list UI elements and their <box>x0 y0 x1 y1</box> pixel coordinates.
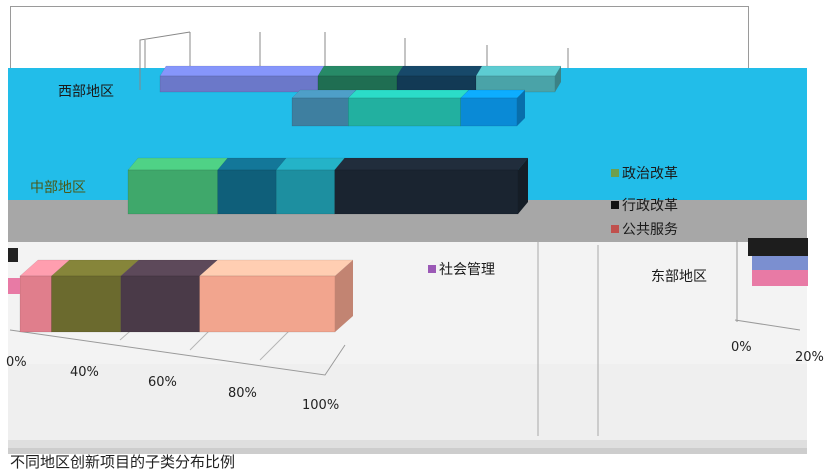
legend-item-admin: 行政改革 <box>611 195 678 215</box>
legend-label: 行政改革 <box>622 198 678 214</box>
legend-swatch-icon <box>428 265 436 273</box>
bar-central-top <box>334 157 529 171</box>
x-tick-label: 60% <box>148 375 177 390</box>
bar-east-partial <box>752 256 808 270</box>
legend-item-social: 社会管理 <box>428 259 495 279</box>
bottom-strip-dark <box>8 448 807 454</box>
bar-west-top <box>396 65 483 77</box>
bar-stub <box>8 248 18 262</box>
axis-area-light <box>8 364 807 446</box>
bottom-strip <box>8 440 807 448</box>
bar-central-segment <box>217 169 277 215</box>
category-label-central: 中部地区 <box>30 180 86 196</box>
x-tick-label-right: 20% <box>795 350 824 365</box>
bar-east-partial <box>752 270 808 286</box>
bar-central-top <box>217 157 287 171</box>
bar-east-segment <box>120 275 200 333</box>
floor-edge <box>9 329 346 376</box>
bar-west-top <box>475 65 562 77</box>
x-tick-label: 0% <box>6 355 27 370</box>
legend-swatch-icon <box>611 201 619 209</box>
bar-west-segment <box>159 75 319 93</box>
x-tick-label-right: 0% <box>731 340 752 355</box>
figure-caption: 不同地区创新项目的子类分布比例 <box>10 453 236 471</box>
category-label-east: 东部地区 <box>651 269 707 285</box>
bar-west-echo-top <box>291 89 357 99</box>
bar-west-end <box>555 66 561 92</box>
bar-east-top <box>198 259 354 277</box>
axis-wall-edge <box>139 31 191 90</box>
bar-west-top <box>159 65 325 77</box>
legend-swatch-icon <box>611 169 619 177</box>
bar-west-echo-segment <box>460 97 518 127</box>
legend-item-public-service: 公共服务 <box>611 222 678 238</box>
bar-west-echo-segment <box>348 97 461 127</box>
floor-edge-right <box>734 319 801 331</box>
bar-stub <box>8 278 20 294</box>
x-tick-label: 100% <box>302 398 340 413</box>
bar-west-segment <box>317 75 398 93</box>
legend-swatch-icon <box>611 225 619 233</box>
bar-west-echo-segment <box>291 97 349 127</box>
bar-east-end <box>335 260 353 332</box>
legend-item-politics: 政治改革 <box>611 163 678 183</box>
bar-central-end <box>518 158 528 214</box>
bar-west-echo-top <box>460 89 526 99</box>
bar-central-top <box>275 157 346 171</box>
legend-label: 社会管理 <box>439 262 495 278</box>
bar-east-partial <box>748 238 808 256</box>
bar-central-segment <box>334 169 519 215</box>
legend-label: 公共服务 <box>622 222 678 238</box>
legend-label: 政治改革 <box>622 166 678 182</box>
category-label-west: 西部地区 <box>58 84 114 100</box>
bar-east-segment <box>51 275 122 333</box>
x-tick-label: 40% <box>70 365 99 380</box>
bar-central-top <box>127 157 229 171</box>
bar-east-segment <box>19 275 52 333</box>
bar-central-segment <box>127 169 218 215</box>
x-tick-label: 80% <box>228 386 257 401</box>
bar-west-top <box>317 65 404 77</box>
bar-central-segment <box>275 169 335 215</box>
bar-west-segment <box>475 75 556 93</box>
bar-east-segment <box>199 275 336 333</box>
bar-west-segment <box>396 75 477 93</box>
chart-frame-top <box>10 6 749 69</box>
bar-west-echo-top <box>347 89 470 99</box>
bar-west-echo-end <box>517 90 525 126</box>
